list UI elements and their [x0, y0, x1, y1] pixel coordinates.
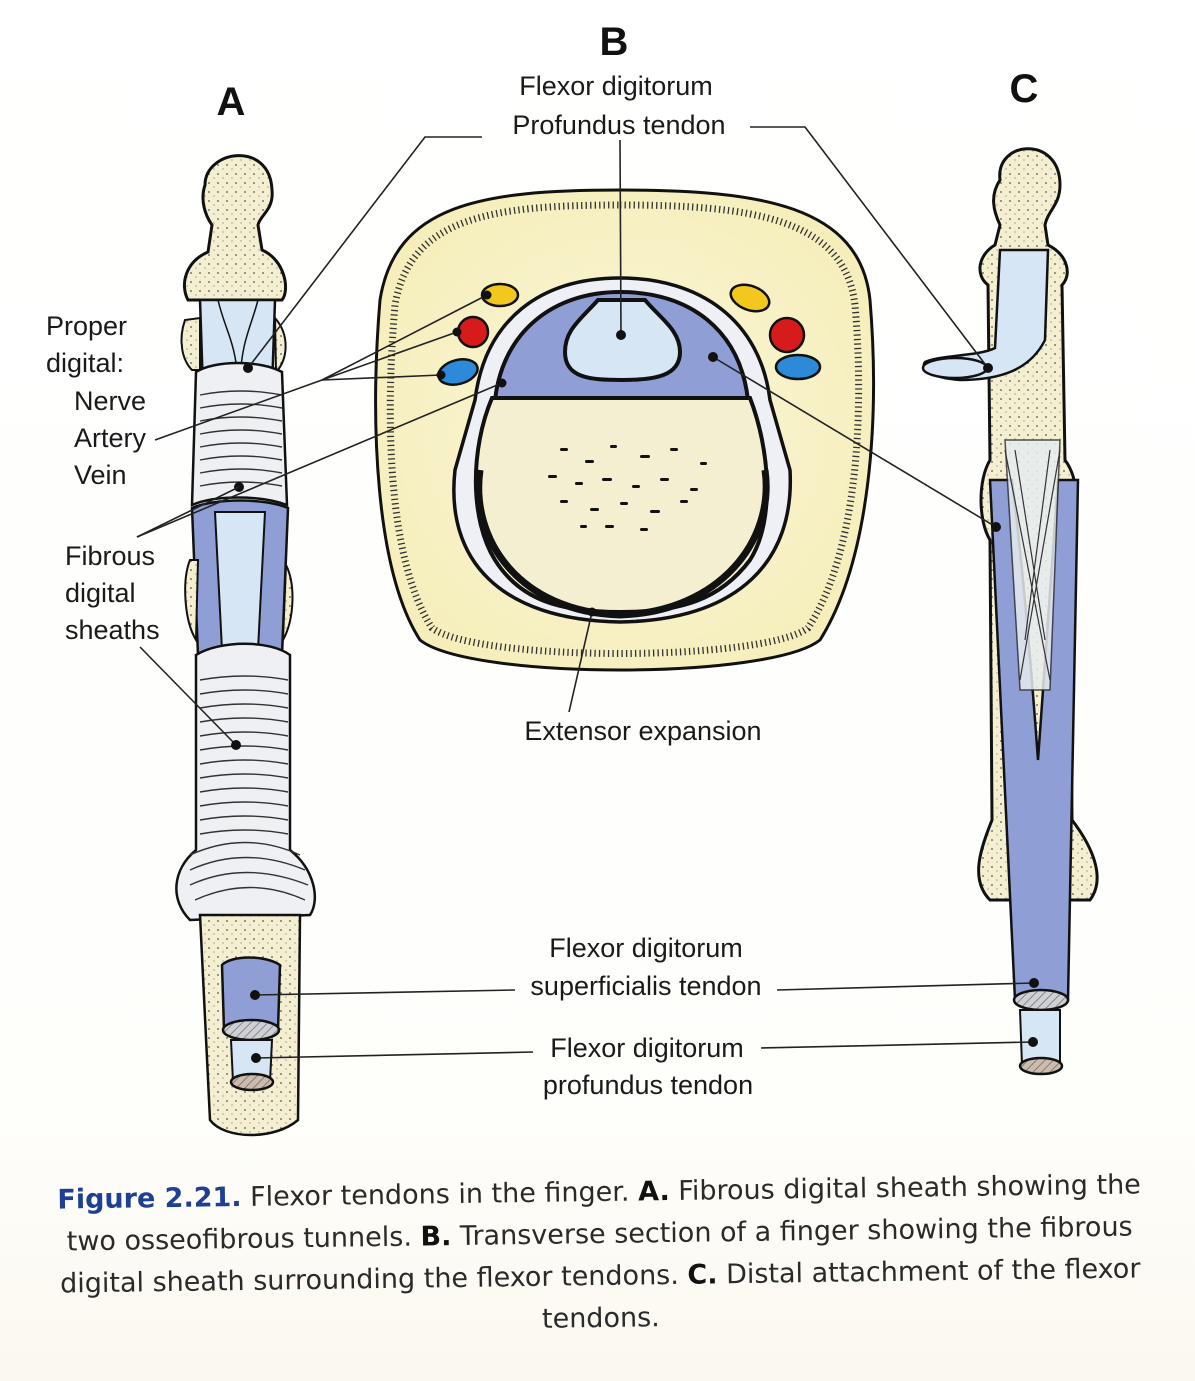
distal-phalanx: [183, 154, 287, 302]
vein-right: [774, 353, 822, 381]
panel-a-finger: [175, 154, 317, 1137]
caption-label-c: C.: [687, 1259, 718, 1291]
label-profundus-bottom-2: profundus tendon: [543, 1070, 753, 1100]
label-superficialis-1: Flexor digitorum: [549, 933, 743, 963]
label-extensor-expansion: Extensor expansion: [524, 716, 761, 746]
figure-caption: Figure 2.21. Flexor tendons in the finge…: [39, 1164, 1161, 1348]
panel-label-a: A: [217, 80, 246, 124]
caption-label-a: A.: [637, 1176, 670, 1208]
label-profundus-top-2: Profundus tendon: [512, 110, 725, 140]
caption-figure-number: Figure 2.21.: [57, 1182, 242, 1216]
profundus-cut-c: [1018, 1009, 1061, 1066]
label-superficialis-2: superficialis tendon: [530, 971, 761, 1001]
label-fibrous-digital: digital: [65, 578, 136, 608]
panel-b-cross-section: [374, 188, 875, 672]
panel-label-c: C: [1010, 67, 1039, 111]
label-vein: Vein: [74, 460, 127, 490]
panel-label-b: B: [600, 20, 629, 64]
nerve-left: [480, 282, 520, 308]
label-fibrous: Fibrous: [65, 541, 155, 571]
leader-lines: [136, 126, 1039, 1063]
caption-label-b: B.: [420, 1221, 452, 1253]
nerve-right: [729, 283, 771, 313]
artery-right: [768, 316, 806, 354]
label-profundus-bottom-1: Flexor digitorum: [550, 1033, 744, 1063]
label-profundus-top-1: Flexor digitorum: [519, 71, 713, 101]
profundus-tendon-a: [213, 511, 267, 651]
panel-c-finger: [921, 147, 1099, 1076]
caption-intro: Flexor tendons in the finger.: [241, 1176, 639, 1213]
label-digital: digital:: [46, 348, 124, 378]
label-proper: Proper: [46, 311, 127, 341]
label-artery: Artery: [74, 423, 147, 453]
label-sheaths: sheaths: [65, 615, 160, 645]
fibrous-sheath-middle: [190, 361, 289, 507]
label-nerve: Nerve: [74, 386, 146, 416]
fibrous-sheath-proximal: [175, 642, 317, 922]
profundus-tendon-b: [562, 298, 683, 383]
artery-left: [456, 315, 490, 349]
